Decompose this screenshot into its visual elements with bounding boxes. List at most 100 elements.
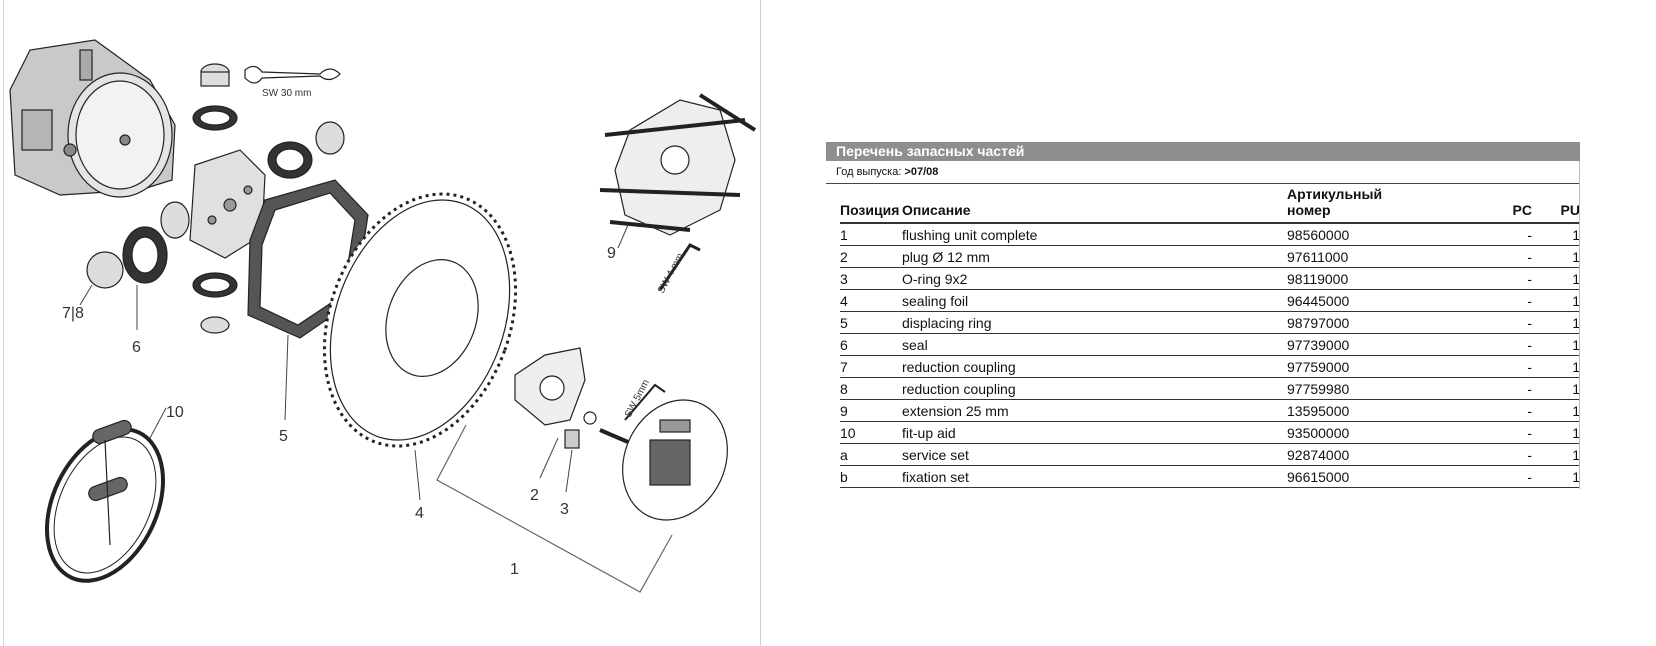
cell-pu: 1 <box>1548 399 1580 422</box>
valve-body-part <box>160 149 266 259</box>
cell-pu: 1 <box>1548 223 1580 246</box>
cell-pc: - <box>1472 267 1548 290</box>
cell-pu: 1 <box>1548 245 1580 268</box>
cell-pc: - <box>1472 333 1548 356</box>
column-header-position: Позиция <box>840 184 902 224</box>
callout-6: 6 <box>132 339 141 356</box>
cell-description: extension 25 mm <box>902 399 1287 422</box>
cell-description: fit-up aid <box>902 421 1287 444</box>
cell-pu: 1 <box>1548 267 1580 290</box>
cell-description: plug Ø 12 mm <box>902 245 1287 268</box>
cell-description: flushing unit complete <box>902 223 1287 246</box>
release-year-value: >07/08 <box>904 166 939 178</box>
cell-article-number: 97759000 <box>1287 355 1472 378</box>
sealing-foil-part <box>322 192 518 448</box>
cell-pu: 1 <box>1548 421 1580 444</box>
cell-article-number: 98119000 <box>1287 267 1472 290</box>
cell-pu: 1 <box>1548 355 1580 378</box>
callout-7-8: 7|8 <box>62 305 84 322</box>
callout-9: 9 <box>607 245 616 262</box>
cell-position: 3 <box>840 267 902 290</box>
cell-position: 1 <box>840 223 902 246</box>
cell-article-number: 96615000 <box>1287 465 1472 488</box>
cell-position: 6 <box>840 333 902 356</box>
cell-pu: 1 <box>1548 465 1580 488</box>
column-header-article-line2: номер <box>1287 202 1331 218</box>
page-left-border <box>3 0 4 646</box>
cell-pc: - <box>1472 223 1548 246</box>
panel-right-border <box>1579 161 1580 489</box>
cell-pc: - <box>1472 289 1548 312</box>
cell-pu: 1 <box>1548 443 1580 466</box>
cell-position: 2 <box>840 245 902 268</box>
cell-pu: 1 <box>1548 377 1580 400</box>
column-header-description: Описание <box>902 184 1287 224</box>
column-header-article-line1: Артикульный <box>1287 186 1383 202</box>
callout-4: 4 <box>415 505 424 522</box>
cell-description: service set <box>902 443 1287 466</box>
cell-description: fixation set <box>902 465 1287 488</box>
wrench-icon <box>244 65 341 84</box>
cell-position: a <box>840 443 902 466</box>
callout-10: 10 <box>166 404 184 421</box>
cell-description: sealing foil <box>902 289 1287 312</box>
cell-pu: 1 <box>1548 333 1580 356</box>
cell-position: 7 <box>840 355 902 378</box>
extension-part <box>599 93 757 236</box>
cell-pc: - <box>1472 245 1548 268</box>
column-header-pu: PU <box>1548 184 1580 224</box>
cell-pc: - <box>1472 465 1548 488</box>
cell-description: O-ring 9x2 <box>902 267 1287 290</box>
cell-article-number: 96445000 <box>1287 289 1472 312</box>
callout-3: 3 <box>560 501 569 518</box>
cell-position: 9 <box>840 399 902 422</box>
column-header-pc: PC <box>1472 184 1548 224</box>
cell-article-number: 13595000 <box>1287 399 1472 422</box>
allen-key-icon <box>658 243 701 291</box>
cell-position: 5 <box>840 311 902 334</box>
cell-article-number: 92874000 <box>1287 443 1472 466</box>
cell-description: reduction coupling <box>902 377 1287 400</box>
cell-article-number: 98560000 <box>1287 223 1472 246</box>
fit-up-aid-part <box>44 419 166 583</box>
cell-article-number: 97611000 <box>1287 245 1472 268</box>
installation-box-part <box>9 39 176 198</box>
cell-article-number: 97759980 <box>1287 377 1472 400</box>
cell-pc: - <box>1472 421 1548 444</box>
callout-1: 1 <box>510 561 519 578</box>
cell-pc: - <box>1472 355 1548 378</box>
cell-pc: - <box>1472 443 1548 466</box>
cell-position: 8 <box>840 377 902 400</box>
cell-position: b <box>840 465 902 488</box>
release-year: Год выпуска: >07/08 <box>826 161 1580 184</box>
callout-2: 2 <box>530 487 539 504</box>
release-year-label: Год выпуска: <box>836 166 905 178</box>
bracket-line-1 <box>436 424 673 593</box>
cell-article-number: 98797000 <box>1287 311 1472 334</box>
cell-position: 4 <box>840 289 902 312</box>
cell-pc: - <box>1472 399 1548 422</box>
seal-ring-part <box>86 121 345 334</box>
cell-pu: 1 <box>1548 289 1580 312</box>
fitting-top-part <box>192 63 238 131</box>
callout-5: 5 <box>279 428 288 445</box>
tool-label-sw4: SW 4 mm <box>656 251 686 295</box>
cell-pc: - <box>1472 377 1548 400</box>
cell-article-number: 93500000 <box>1287 421 1472 444</box>
